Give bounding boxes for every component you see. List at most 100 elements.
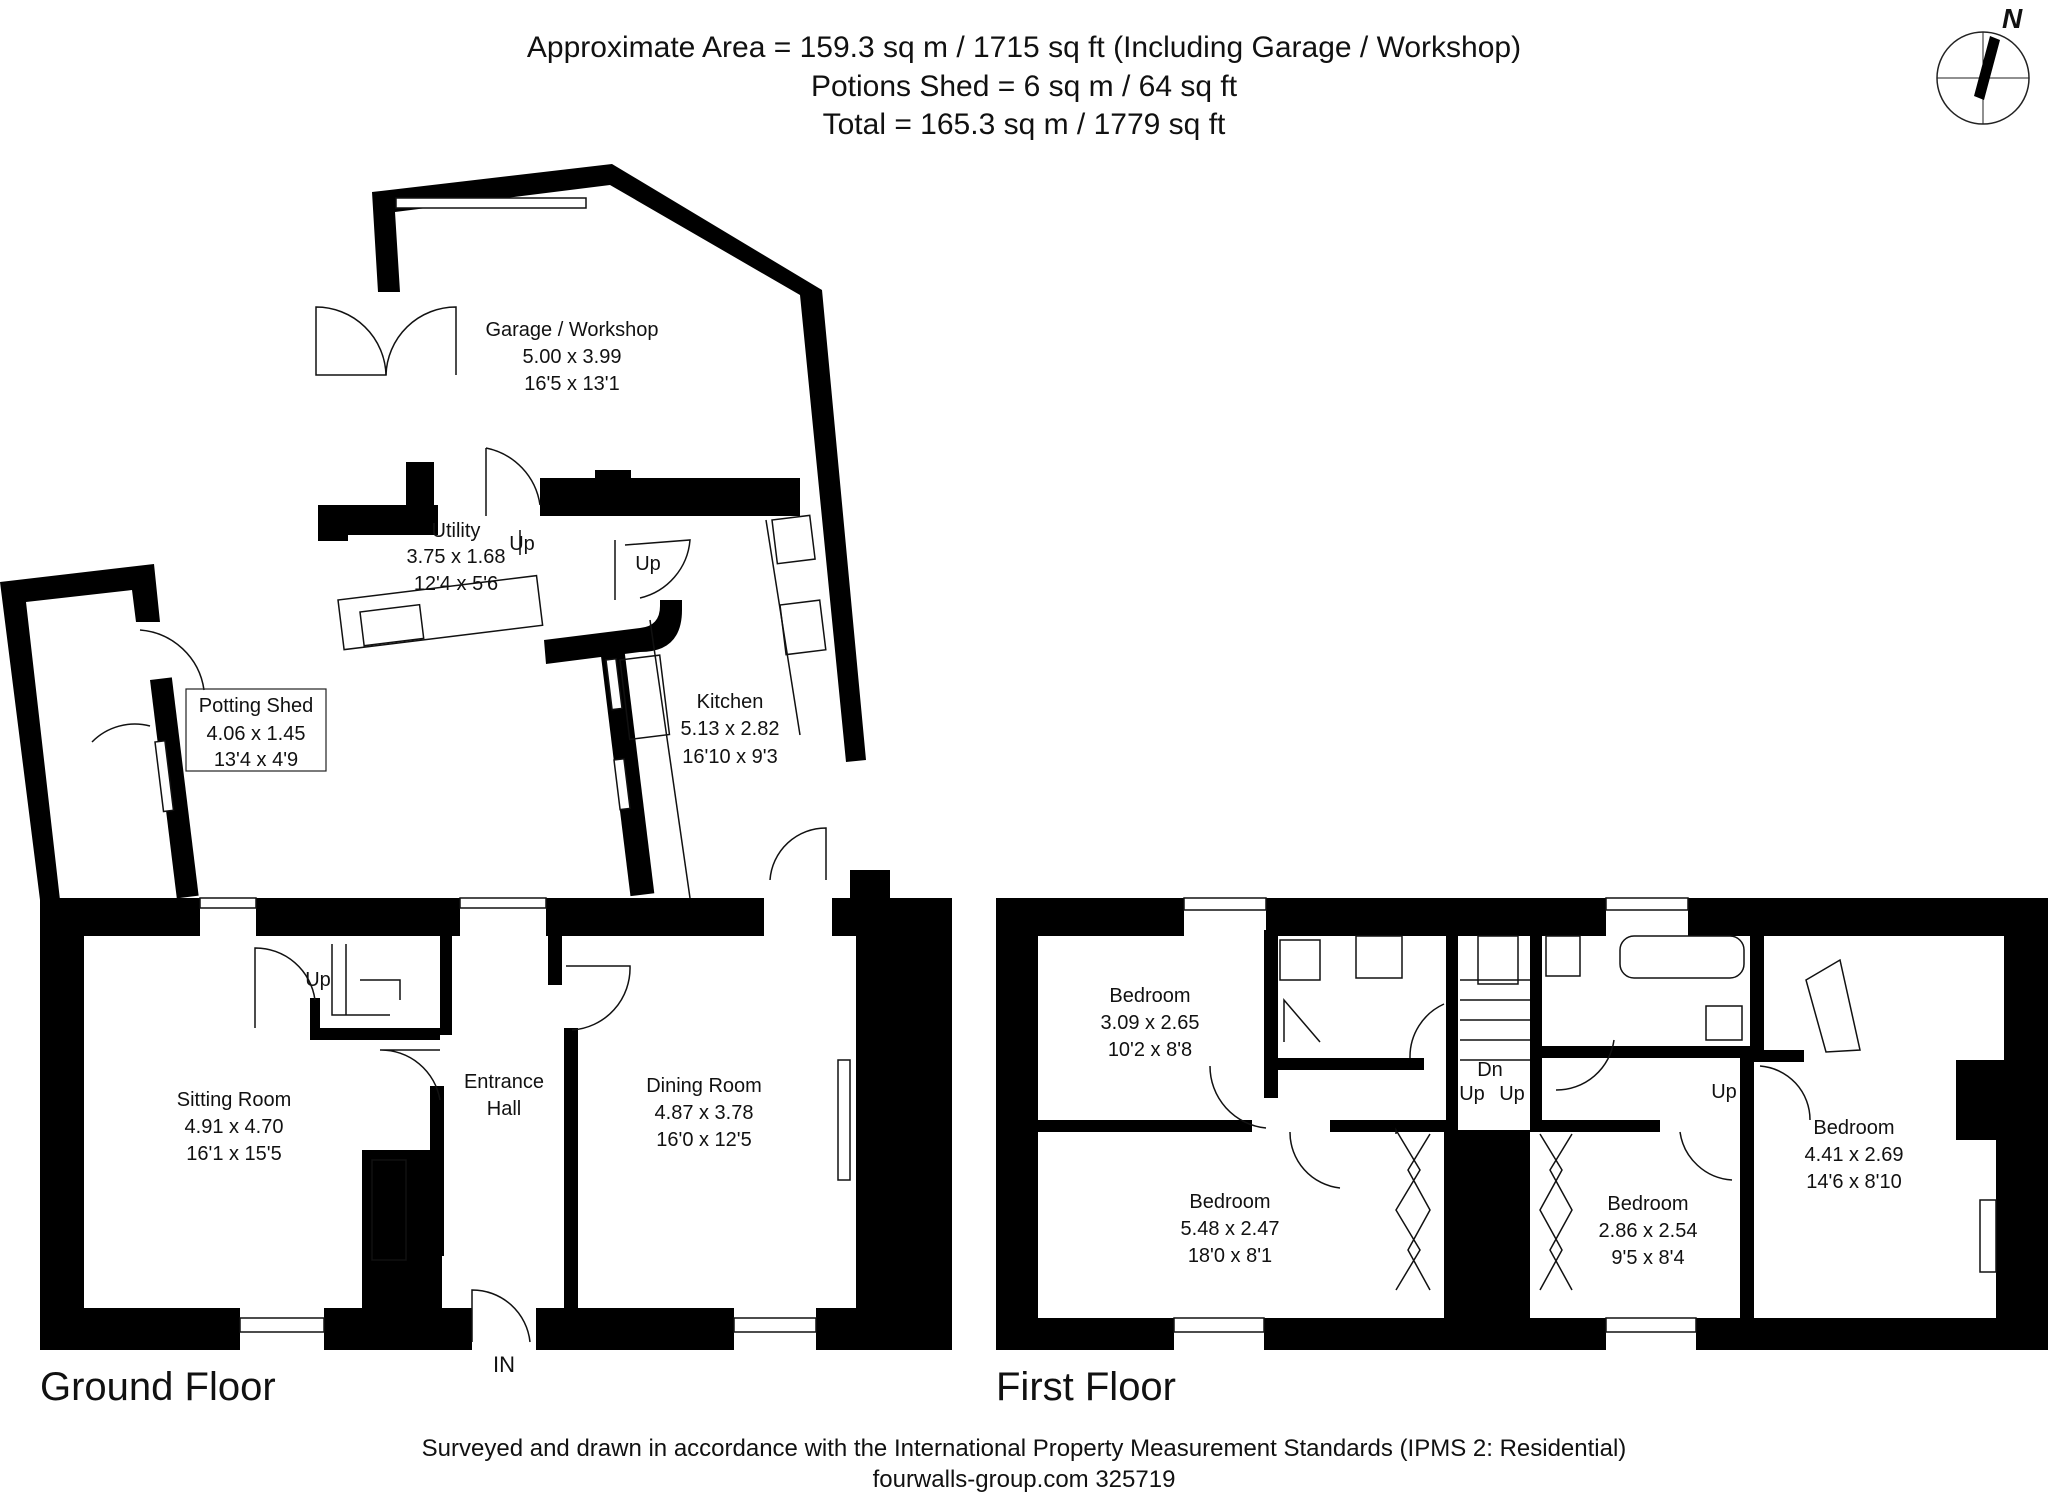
- first-floor-plan: [996, 897, 2048, 1350]
- first-floor-title: First Floor: [996, 1365, 1176, 1409]
- ff-shower-room-wc-icon: [1279, 939, 1321, 981]
- ff-bedroom2-front-window: [1605, 1317, 1697, 1333]
- ff-bath-icon: [1619, 935, 1745, 979]
- ff-bedroom-side-window: [1979, 1199, 1997, 1273]
- ff-stairs-up-3: Up: [1711, 1081, 1737, 1103]
- ff-bedroom-4-metric: 4.41 x 2.69: [1805, 1144, 1904, 1166]
- garage-imperial: 16'5 x 13'1: [524, 373, 620, 395]
- kitchen-back-door[interactable]: [769, 827, 827, 881]
- potting-shed-inner-door[interactable]: [91, 723, 151, 743]
- ff-bedroom-1-metric: 3.09 x 2.65: [1101, 1012, 1200, 1034]
- kitchen-sink-icon: [619, 654, 671, 741]
- ff-stairs-down: Dn: [1477, 1059, 1503, 1081]
- ff-bathroom-rear-window: [1605, 897, 1689, 911]
- kitchen-hob-icon: [779, 599, 827, 656]
- dining-room-metric: 4.87 x 3.78: [655, 1102, 754, 1124]
- ff-shower-room-door[interactable]: [1409, 1003, 1445, 1059]
- ff-bedroom-3-metric: 2.86 x 2.54: [1599, 1220, 1698, 1242]
- compass-icon: N: [1936, 3, 2030, 125]
- entrance-hall-label-2: Hall: [487, 1098, 521, 1120]
- garage-rooflight: [395, 197, 587, 209]
- ff-bedroom-2-imperial: 18'0 x 8'1: [1188, 1245, 1272, 1267]
- sitting-room-metric: 4.91 x 4.70: [185, 1116, 284, 1138]
- ff-stairs-up-2: Up: [1499, 1083, 1525, 1105]
- ff-bedroom2-door[interactable]: [1289, 1131, 1341, 1189]
- ff-bedroom3-door[interactable]: [1679, 1131, 1733, 1181]
- sitting-room-label: Sitting Room: [177, 1089, 292, 1111]
- dining-side-feature: [837, 1059, 851, 1181]
- potting-shed-label: Potting Shed: [199, 695, 314, 717]
- ff-bedroom4-door[interactable]: [1759, 1065, 1811, 1121]
- entrance-in-label: IN: [493, 1352, 515, 1377]
- ff-bedroom-2-metric: 5.48 x 2.47: [1181, 1218, 1280, 1240]
- sitting-room-front-window: [239, 1317, 325, 1333]
- ff-bathroom-basin-icon: [1705, 1005, 1743, 1041]
- sitting-room-imperial: 16'1 x 15'5: [186, 1143, 282, 1165]
- ff-wardrobe-icon: [1805, 958, 1861, 1053]
- utility-imperial: 12'4 x 5'6: [414, 573, 498, 595]
- ff-bathroom-door[interactable]: [1555, 1039, 1615, 1091]
- sitting-room-hall-door[interactable]: [379, 1049, 441, 1101]
- ff-bedroom3-wardrobe: [1539, 1133, 1573, 1291]
- area-summary: Approximate Area = 159.3 sq m / 1715 sq …: [527, 31, 1521, 141]
- utility-sink-icon: [359, 603, 425, 647]
- ff-stairs-up-1: Up: [1459, 1083, 1485, 1105]
- utility-stairs-up: Up: [509, 533, 535, 555]
- utility-metric: 3.75 x 1.68: [407, 546, 506, 568]
- kitchen-label: Kitchen: [697, 691, 764, 713]
- ground-floor-title: Ground Floor: [40, 1365, 276, 1409]
- ff-bedroom-wardrobe: [1395, 1127, 1431, 1291]
- ff-bedroom-2-label: Bedroom: [1189, 1191, 1270, 1213]
- ground-floor-labels: Garage / Workshop 5.00 x 3.99 16'5 x 13'…: [40, 319, 779, 1409]
- compass-north-label: N: [2002, 3, 2023, 34]
- kitchen-walls: [600, 514, 890, 900]
- ff-shower-tray-icon: [1283, 997, 1321, 1043]
- ff-bedroom-3-label: Bedroom: [1607, 1193, 1688, 1215]
- potting-shed-door[interactable]: [139, 629, 205, 691]
- potting-shed-metric: 4.06 x 1.45: [207, 723, 306, 745]
- garage-walls: [315, 164, 866, 762]
- garage-metric: 5.00 x 3.99: [523, 346, 622, 368]
- area-line-1: Approximate Area = 159.3 sq m / 1715 sq …: [527, 31, 1521, 64]
- ff-bedroom-1-imperial: 10'2 x 8'8: [1108, 1039, 1192, 1061]
- dining-room-imperial: 16'0 x 12'5: [656, 1129, 752, 1151]
- garage-utility-door[interactable]: [485, 447, 541, 516]
- entrance-hall-label-1: Entrance: [464, 1071, 544, 1093]
- ground-floor-plan: [0, 164, 952, 1350]
- ground-floor-main-walls: [40, 897, 952, 1350]
- ground-stairs: [331, 944, 401, 1016]
- front-door[interactable]: [471, 1289, 531, 1343]
- garage-door-left[interactable]: [315, 306, 387, 376]
- ff-bedroom-4-imperial: 14'6 x 8'10: [1806, 1171, 1902, 1193]
- area-line-2: Potions Shed = 6 sq m / 64 sq ft: [811, 70, 1238, 103]
- sitting-room-fireplace: [371, 1159, 407, 1261]
- ff-bedroom-4-label: Bedroom: [1813, 1117, 1894, 1139]
- garage-door-right[interactable]: [385, 306, 457, 376]
- kitchen-fridge-icon: [771, 514, 816, 565]
- survey-statement: Surveyed and drawn in accordance with th…: [422, 1435, 1627, 1462]
- sitting-room-stair-door[interactable]: [254, 947, 316, 1028]
- potting-shed-imperial: 13'4 x 4'9: [214, 749, 298, 771]
- survey-reference: fourwalls-group.com 325719: [873, 1466, 1176, 1493]
- ff-cupboard-icon: [1477, 935, 1519, 985]
- garage-label: Garage / Workshop: [485, 319, 658, 341]
- area-line-3: Total = 165.3 sq m / 1779 sq ft: [823, 108, 1226, 141]
- ff-bathroom-wc-icon: [1545, 935, 1581, 977]
- utility-kitchen-door[interactable]: [624, 539, 691, 599]
- ff-bedroom-front-window: [1173, 1317, 1265, 1333]
- kitchen-metric: 5.13 x 2.82: [681, 718, 780, 740]
- potting-shed-label-box: [185, 688, 327, 772]
- dining-room-front-window: [733, 1317, 817, 1333]
- ff-bedroom-rear-window: [1183, 897, 1267, 911]
- ff-bedroom-1-label: Bedroom: [1109, 985, 1190, 1007]
- dining-room-hall-door[interactable]: [566, 965, 631, 1031]
- sitting-room-rear-window: [199, 897, 257, 909]
- utility-worktop: [337, 574, 544, 651]
- survey-footer: Surveyed and drawn in accordance with th…: [422, 1435, 1627, 1493]
- hall-rear-window: [459, 897, 547, 909]
- utility-room: [318, 505, 691, 664]
- dining-room-label: Dining Room: [646, 1075, 762, 1097]
- first-floor-labels: Bedroom 3.09 x 2.65 10'2 x 8'8 Bedroom 5…: [996, 985, 1903, 1409]
- ff-bedroom1-door[interactable]: [1209, 1065, 1267, 1129]
